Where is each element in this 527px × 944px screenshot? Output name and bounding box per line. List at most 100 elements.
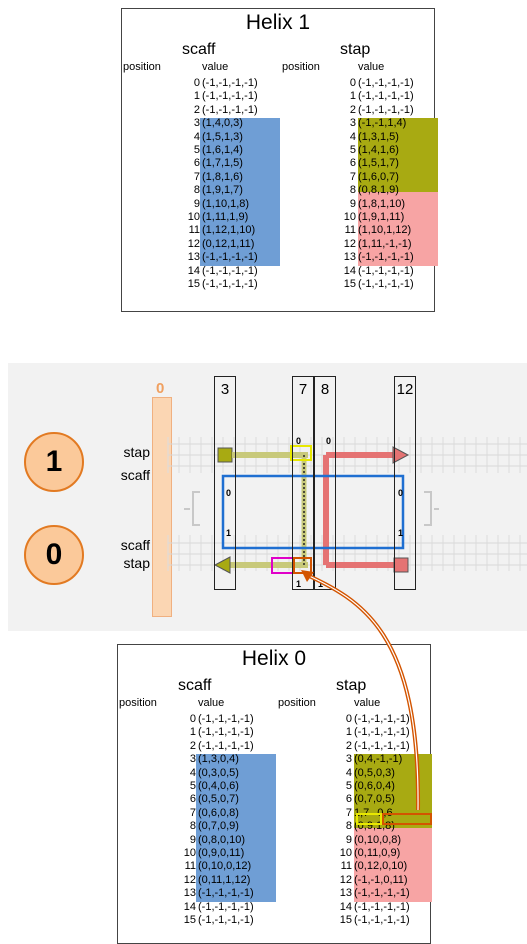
helix1-stap-pink-highlight — [358, 192, 438, 266]
helix1-stap-position: 9 — [349, 197, 356, 210]
tick-1-col8-bottom: 1 — [318, 579, 324, 589]
helix0-stap-position: 5 — [345, 780, 352, 792]
column-3-label: 3 — [220, 381, 230, 398]
helix0-scaff-position: 5 — [189, 780, 196, 792]
helix0-stap-pink-highlight — [354, 828, 432, 902]
helix0-scaff-value: (-1,-1,-1,-1) — [198, 739, 254, 752]
helix1-stap-row: 0(-1,-1,-1,-1) — [330, 77, 414, 90]
helix1-scaff-value: (1,8,1,6) — [202, 170, 243, 183]
helix1-scaff-value: (1,5,1,3) — [202, 130, 243, 143]
helix0-scaff-position: 1 — [189, 726, 196, 739]
helix1-stap-position: 0 — [349, 77, 356, 89]
slice-bar[interactable] — [152, 397, 172, 617]
helix1-scaff-position: 0 — [193, 77, 200, 89]
column-7-label: 7 — [298, 381, 308, 398]
helix0-stap-row: 6(0,7,0,5) — [326, 793, 395, 806]
helix1-stap-header: stap — [340, 41, 371, 58]
helix1-stap-value: (-1,-1,-1,-1) — [358, 251, 414, 264]
helix1-stap-olive-highlight — [358, 118, 438, 192]
path-grid-svg — [167, 437, 527, 574]
tick-1-col12: 1 — [398, 528, 404, 538]
helix0-scaff-row: 14(-1,-1,-1,-1) — [170, 901, 254, 914]
helix0-scaff-row: 2(-1,-1,-1,-1) — [170, 740, 254, 753]
helix0-stap-row: 12(-1,-1,0,11) — [326, 874, 408, 887]
helix1-stap-row: 4(1,3,1,5) — [330, 131, 399, 144]
helix0-scaff-row: 13(-1,-1,-1,-1) — [170, 887, 254, 900]
helix1-stap-end-arrow[interactable] — [392, 446, 410, 464]
helix1-scaff-value: (-1,-1,-1,-1) — [202, 103, 258, 116]
helix1-stap-value: (1,8,1,10) — [358, 197, 406, 210]
column-12-label: 12 — [396, 381, 414, 398]
virtual-helix-0[interactable]: 0 — [24, 525, 84, 585]
helix0-scaff-value: (0,9,0,11) — [198, 847, 245, 859]
helix0-stap-value: (0,10,0,8) — [354, 833, 402, 846]
helix0-stap-row: 2(-1,-1,-1,-1) — [326, 740, 410, 753]
helix1-scaff-position: 12 — [187, 237, 200, 250]
tick-0-col12: 0 — [398, 488, 404, 498]
helix0-scaff-row: 1(-1,-1,-1,-1) — [170, 726, 254, 739]
tick-0-col7-top: 0 — [296, 436, 302, 446]
helix1-scaff-position: 10 — [187, 211, 200, 223]
yellow-highlight — [290, 445, 312, 461]
helix1-scaff-value: (-1,-1,-1,-1) — [202, 251, 258, 264]
helix1-scaff-row: 9(1,10,1,8) — [174, 198, 249, 211]
helix1-scaff-row: 3(1,4,0,3) — [174, 117, 243, 130]
helix0-stap-value: (-1,-1,-1,-1) — [354, 914, 410, 926]
helix0-stap-value: (0,4,-1,-1) — [354, 753, 403, 766]
helix0-stap-position: 15 — [339, 914, 352, 926]
helix0-stap-end-arrow[interactable] — [213, 556, 231, 574]
helix1-stap-value: (1,5,1,7) — [358, 157, 399, 170]
helix1-stap-position: 2 — [349, 103, 356, 116]
helix0-scaff-position: 0 — [189, 713, 196, 725]
helix1-stap-position-label: position — [282, 61, 320, 73]
helix0-stap-value: (0,11,0,9) — [354, 847, 401, 859]
helix1-stap-label: stap — [123, 444, 150, 460]
helix0-stap-value: (0,5,0,3) — [354, 766, 395, 779]
helix1-stap-row: 2(-1,-1,-1,-1) — [330, 104, 414, 117]
helix1-scaff-position: 6 — [193, 157, 200, 170]
helix1-stap-value: (1,9,1,11) — [358, 211, 405, 223]
helix0-scaff-value: (0,4,0,6) — [198, 780, 239, 792]
helix1-scaff-position: 2 — [193, 103, 200, 116]
helix1-scaff-value-label: value — [202, 61, 229, 73]
helix0-scaff-value: (0,3,0,5) — [198, 766, 239, 779]
helix0-stap-position: 12 — [339, 873, 352, 886]
helix1-stap-position: 1 — [349, 90, 356, 103]
helix0-stap-value: (-1,-1,-1,-1) — [354, 900, 410, 913]
helix1-scaff-row: 2(-1,-1,-1,-1) — [174, 104, 258, 117]
helix1-scaff-value: (1,6,1,4) — [202, 144, 243, 156]
virtual-helix-1[interactable]: 1 — [24, 432, 84, 492]
helix1-stap-position: 10 — [343, 211, 356, 223]
helix1-scaff-position-label: position — [123, 61, 161, 73]
helix0-stap-position: 10 — [339, 847, 352, 859]
helix0-scaff-row: 9(0,8,0,10) — [170, 834, 245, 847]
row7-orange-box — [382, 813, 432, 825]
helix0-stap-value: (-1,-1,-1,-1) — [354, 739, 410, 752]
slice-label: 0 — [156, 380, 165, 397]
helix0-stap-position: 14 — [339, 900, 352, 913]
helix0-scaff-row: 12(0,11,1,12) — [170, 873, 251, 887]
helix0-stap-row: 4(0,5,0,3) — [326, 767, 395, 780]
helix0-stap-row: 14(-1,-1,-1,-1) — [326, 901, 410, 914]
scaffold-loop[interactable] — [221, 474, 405, 550]
helix1-scaff-row: 15(-1,-1,-1,-1) — [174, 278, 258, 291]
helix1-scaff-row: 6(1,7,1,5) — [174, 157, 243, 170]
helix1-stap-position: 6 — [349, 157, 356, 170]
helix0-scaff-row: 6(0,5,0,7) — [170, 793, 239, 806]
helix1-stap-position: 3 — [349, 117, 356, 130]
helix0-stap-row: 3(0,4,-1,-1) — [326, 753, 402, 766]
helix0-scaff-row: 11(0,10,0,12) — [170, 860, 252, 873]
column-3-box — [214, 376, 236, 590]
helix0-scaff-position: 15 — [183, 914, 196, 926]
helix1-scaff-value: (1,12,1,10) — [202, 224, 256, 237]
helix1-stap-row: 5(1,4,1,6) — [330, 144, 399, 157]
column-8-box — [314, 376, 336, 590]
helix0-scaff-position: 11 — [184, 860, 196, 873]
helix0-stap-position: 4 — [345, 766, 352, 779]
helix1-scaff-value: (-1,-1,-1,-1) — [202, 90, 258, 103]
helix0-scaff-position: 12 — [183, 873, 196, 886]
helix1-scaff-row: 14(-1,-1,-1,-1) — [174, 265, 258, 278]
helix0-stap-position: 6 — [345, 793, 352, 806]
helix1-scaff-position: 15 — [187, 278, 200, 290]
helix0-stap-row: 13(-1,-1,-1,-1) — [326, 887, 410, 900]
